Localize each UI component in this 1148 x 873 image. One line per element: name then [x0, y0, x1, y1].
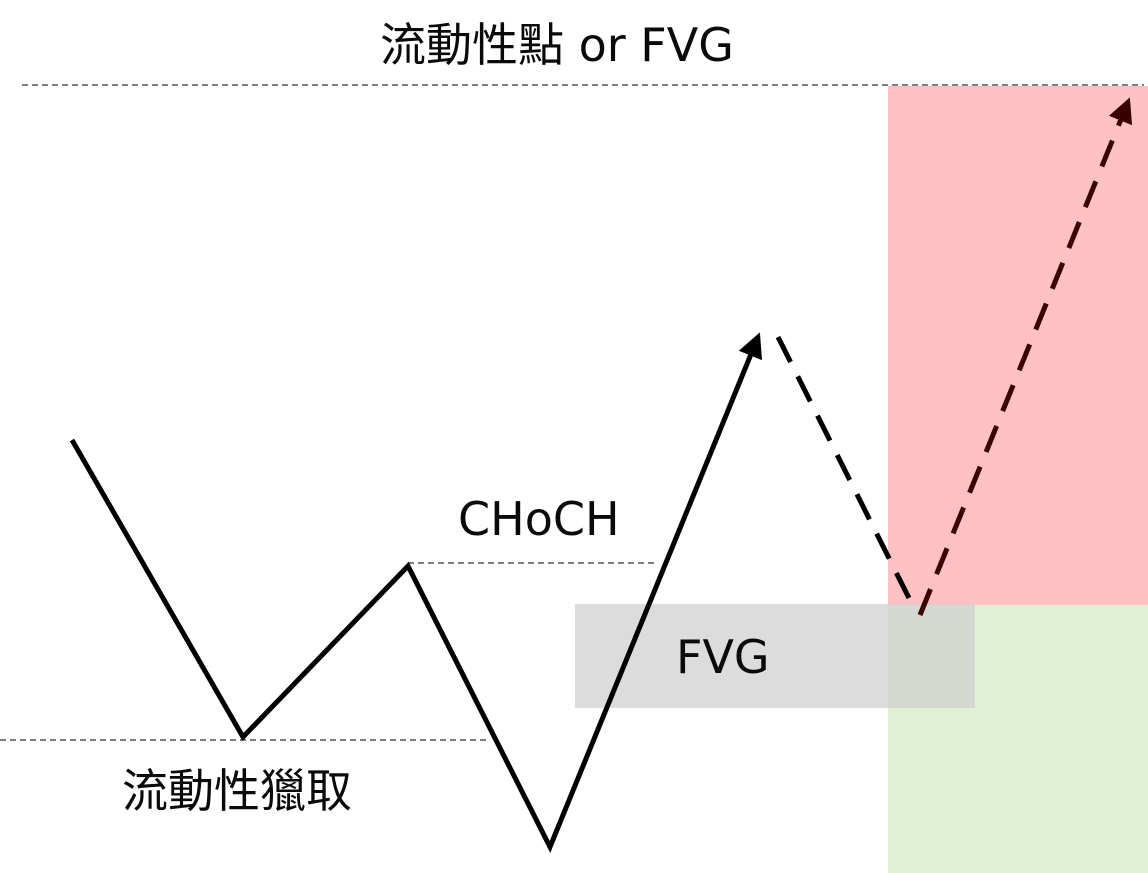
target-zone	[888, 86, 1148, 605]
liquidity-sweep-label: 流動性獵取	[122, 764, 352, 818]
choch-label: CHoCH	[458, 492, 620, 546]
price-path-line	[69, 332, 763, 854]
fvg-zone	[575, 604, 975, 708]
projection-dashed-arrow	[917, 97, 1133, 616]
top-target-label: 流動性點 or FVG	[380, 18, 734, 72]
pullback-dashed-line	[775, 335, 919, 614]
fvg-label: FVG	[676, 630, 770, 684]
